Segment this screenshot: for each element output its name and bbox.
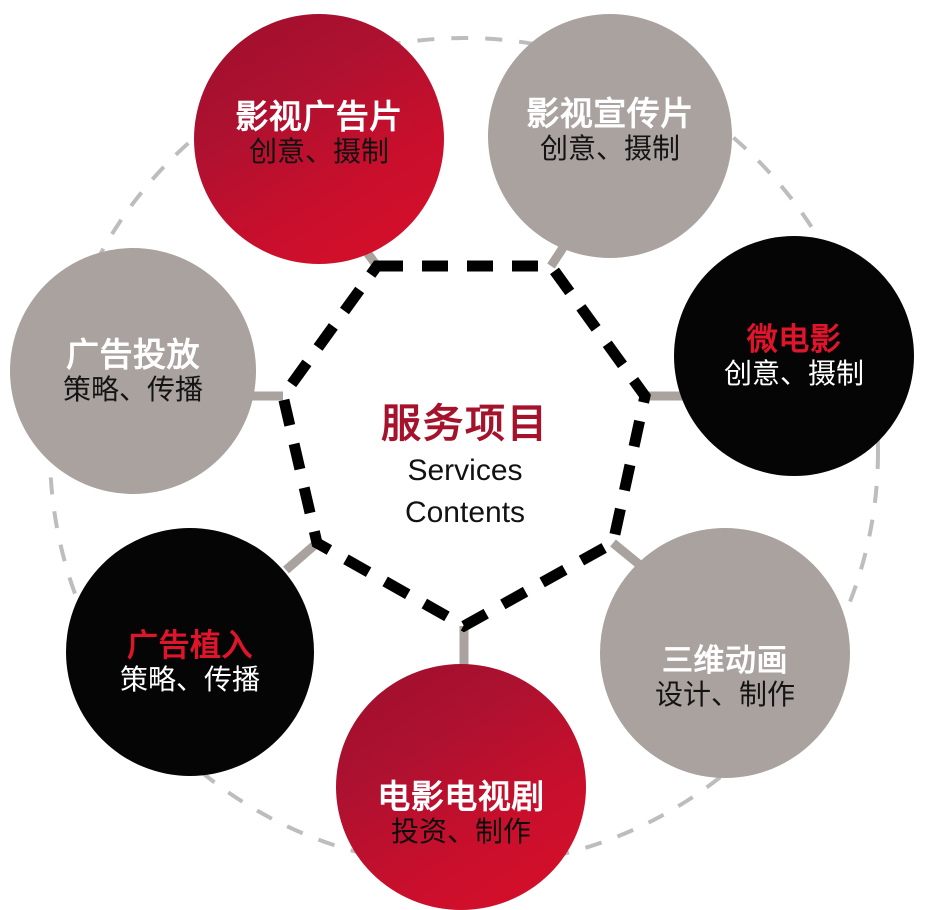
- node-ad-buying-title: 广告投放: [65, 336, 200, 374]
- node-3d-animation[interactable]: 三维动画 设计、制作: [600, 528, 850, 778]
- node-film-tv[interactable]: 电影电视剧 投资、制作: [336, 664, 586, 910]
- spoke-placement: [283, 539, 320, 574]
- node-tvc-subtitle: 创意、摄制: [248, 135, 389, 167]
- hub-heptagon-outline: [277, 260, 651, 633]
- node-promo-title: 影视宣传片: [526, 95, 694, 133]
- node-micro-subtitle: 创意、摄制: [723, 357, 864, 389]
- hub-title-en-line2: Contents: [404, 496, 526, 529]
- node-micro[interactable]: 微电影 创意、摄制: [674, 236, 914, 476]
- node-3d-animation-title: 三维动画: [661, 643, 788, 679]
- hub-center: 服务项目 Services Contents: [284, 256, 646, 628]
- node-ad-placement-title: 广告植入: [126, 628, 253, 664]
- node-3d-animation-subtitle: 设计、制作: [654, 678, 795, 710]
- node-film-tv-subtitle: 投资、制作: [390, 815, 531, 847]
- node-promo-subtitle: 创意、摄制: [539, 132, 680, 164]
- node-ad-placement[interactable]: 广告植入 策略、传播: [66, 528, 314, 776]
- node-ad-placement-subtitle: 策略、传播: [119, 663, 260, 695]
- node-ad-buying[interactable]: 广告投放 策略、传播: [10, 248, 256, 494]
- hub-title-en-line1: Services: [407, 453, 523, 487]
- node-tvc-title: 影视广告片: [235, 98, 403, 136]
- node-tvc[interactable]: 影视广告片 创意、摄制: [194, 14, 444, 264]
- node-ad-buying-subtitle: 策略、传播: [62, 373, 203, 405]
- node-promo[interactable]: 影视宣传片 创意、摄制: [488, 14, 732, 258]
- node-micro-title: 微电影: [746, 322, 842, 358]
- node-film-tv-title: 电影电视剧: [377, 778, 545, 816]
- hub-title-cn: 服务项目: [381, 401, 549, 446]
